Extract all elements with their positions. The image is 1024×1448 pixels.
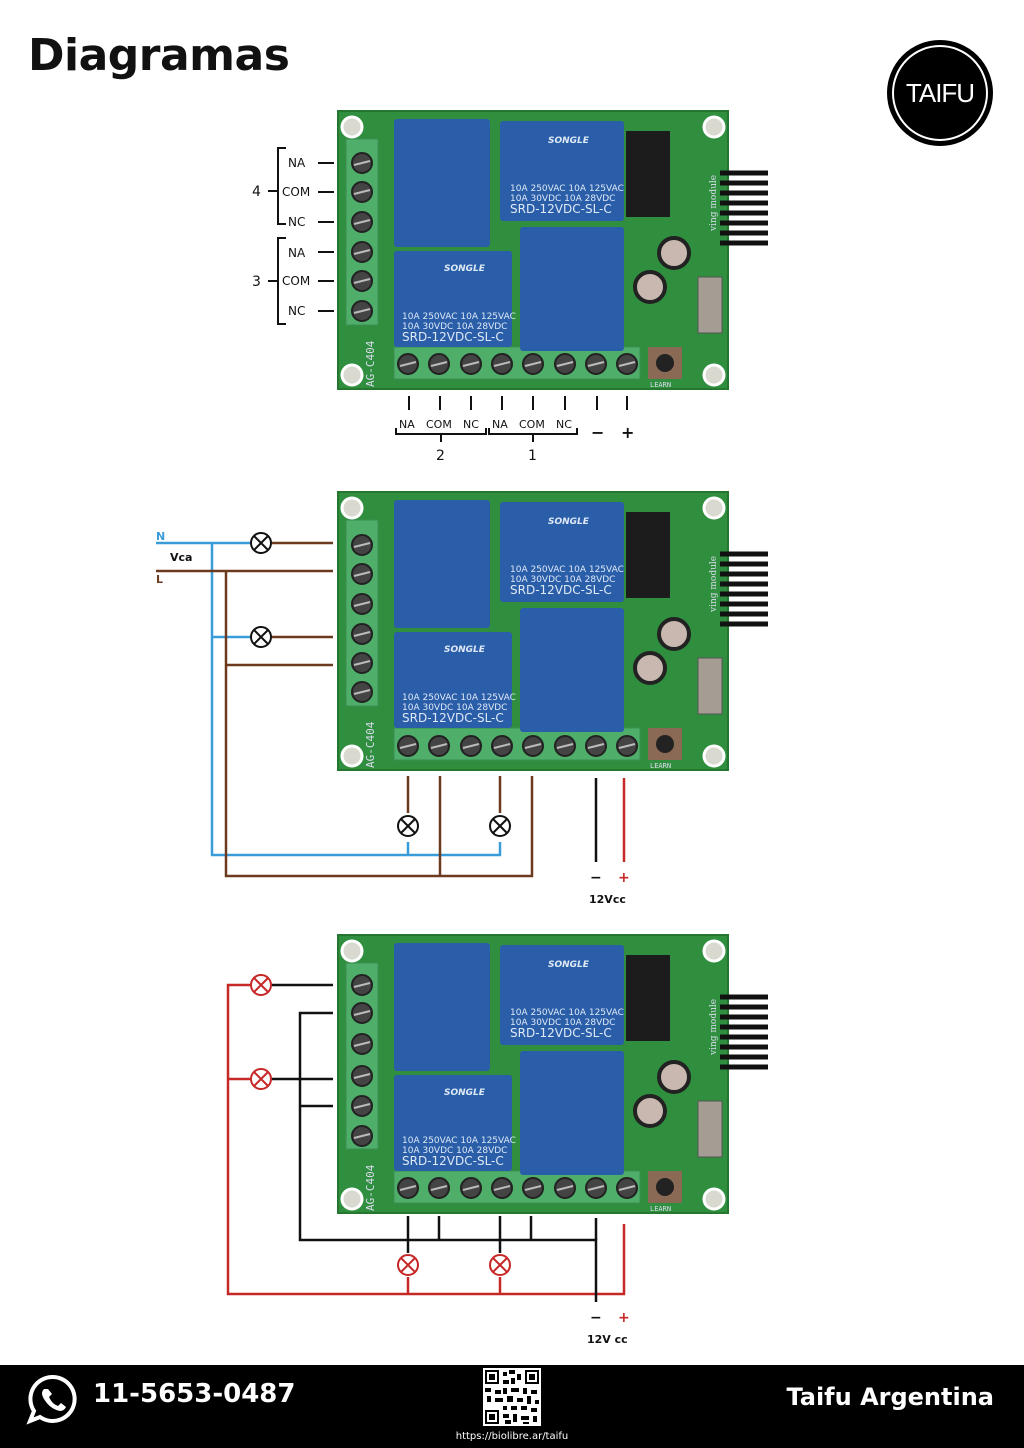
- lamp-icon: [250, 974, 272, 996]
- pin-label: NC: [288, 304, 305, 318]
- screw-terminal: [351, 181, 373, 203]
- pin-label: COM: [282, 185, 310, 199]
- whatsapp-icon: [26, 1374, 77, 1425]
- screw-terminal: [397, 735, 419, 757]
- pin-label: NA: [492, 418, 508, 431]
- diagram-2-ac-wiring: N Vca L − + 12Vcc: [156, 492, 768, 906]
- negative-wire: [272, 983, 598, 1302]
- screw-terminal: [585, 353, 607, 375]
- lamp-icon: [250, 1068, 272, 1090]
- screw-terminal: [554, 353, 576, 375]
- minus-label: −: [590, 1310, 602, 1326]
- pin-label: COM: [426, 418, 452, 431]
- screw-terminal: [554, 1177, 576, 1199]
- screw-terminal: [616, 735, 638, 757]
- footer: 11-5653-0487 https://biolibre.ar/taifu T…: [0, 1365, 1024, 1448]
- positive-wire: [226, 983, 626, 1296]
- screw-terminal: [491, 1177, 513, 1199]
- pin-label: NC: [463, 418, 479, 431]
- screw-terminal: [491, 353, 513, 375]
- relay-number-3: 3: [252, 274, 261, 290]
- lamp-icon: [397, 815, 419, 837]
- pin-label: COM: [282, 274, 310, 288]
- plus-label: +: [621, 423, 634, 442]
- diagram-1-pinout: NA COM NC NA COM NC 4 3 NA COM NC NA COM…: [252, 111, 768, 464]
- screw-terminal: [491, 735, 513, 757]
- live-wire: [156, 541, 534, 878]
- brand-name: Taifu Argentina: [786, 1383, 994, 1411]
- qr-code[interactable]: [483, 1368, 541, 1426]
- screw-terminal: [351, 211, 373, 233]
- screw-terminal: [351, 1002, 373, 1024]
- screw-terminal: [460, 1177, 482, 1199]
- screw-terminal: [351, 1033, 373, 1055]
- plus-label: +: [618, 870, 630, 886]
- screw-terminal: [522, 1177, 544, 1199]
- qr-url[interactable]: https://biolibre.ar/taifu: [455, 1431, 569, 1442]
- taifu-logo: TAIFU: [887, 40, 993, 146]
- screw-terminal: [460, 735, 482, 757]
- lamp-icon: [489, 815, 511, 837]
- page-title: Diagramas: [28, 30, 290, 81]
- screw-terminal: [351, 593, 373, 615]
- screw-terminal: [351, 652, 373, 674]
- screw-terminal: [351, 681, 373, 703]
- pin-label: NA: [288, 156, 306, 170]
- supply-label: 12Vcc: [589, 893, 626, 906]
- relay-board: [338, 111, 768, 389]
- neutral-label: N: [156, 530, 165, 543]
- pin-label: NC: [288, 215, 305, 229]
- screw-terminal: [351, 1125, 373, 1147]
- lamp-icon: [397, 1254, 419, 1276]
- screw-terminal: [397, 353, 419, 375]
- screw-terminal: [428, 735, 450, 757]
- screw-terminal: [351, 563, 373, 585]
- screw-terminal: [351, 623, 373, 645]
- relay-board: [338, 935, 768, 1213]
- voltage-label: Vca: [170, 551, 192, 564]
- screw-terminal: [351, 270, 373, 292]
- pin-label: NA: [288, 246, 306, 260]
- screw-terminal: [616, 353, 638, 375]
- screw-terminal: [351, 1095, 373, 1117]
- relay-number-2: 2: [436, 448, 445, 464]
- screw-terminal: [428, 1177, 450, 1199]
- screw-terminal: [522, 353, 544, 375]
- phone-number[interactable]: 11-5653-0487: [93, 1379, 296, 1409]
- wiring-diagrams: SONGLE 10A 250VAC 10A 125VAC 10A 30VDC 1…: [156, 0, 1024, 1346]
- pin-label: NC: [556, 418, 572, 431]
- neutral-wire: [156, 541, 502, 857]
- diagram-3-dc-wiring: − + 12V cc: [226, 935, 768, 1346]
- screw-terminal: [428, 353, 450, 375]
- relay-board: [338, 492, 768, 770]
- screw-terminal: [351, 300, 373, 322]
- screw-terminal: [585, 1177, 607, 1199]
- screw-terminal: [585, 735, 607, 757]
- relay-number-4: 4: [252, 184, 261, 200]
- lamp-icon: [250, 532, 272, 554]
- supply-label: 12V cc: [587, 1333, 628, 1346]
- screw-terminal: [460, 353, 482, 375]
- screw-terminal: [554, 735, 576, 757]
- minus-label: −: [591, 423, 604, 442]
- screw-terminal: [397, 1177, 419, 1199]
- plus-label: +: [618, 1310, 630, 1326]
- screw-terminal: [351, 1065, 373, 1087]
- screw-terminal: [351, 152, 373, 174]
- pin-label: COM: [519, 418, 545, 431]
- lamp-icon: [250, 626, 272, 648]
- screw-terminal: [351, 974, 373, 996]
- screw-terminal: [616, 1177, 638, 1199]
- relay-number-1: 1: [528, 448, 537, 464]
- live-label: L: [156, 573, 163, 586]
- minus-label: −: [590, 870, 602, 886]
- pin-label: NA: [399, 418, 415, 431]
- screw-terminal: [351, 534, 373, 556]
- screw-terminal: [351, 241, 373, 263]
- lamp-icon: [489, 1254, 511, 1276]
- screw-terminal: [522, 735, 544, 757]
